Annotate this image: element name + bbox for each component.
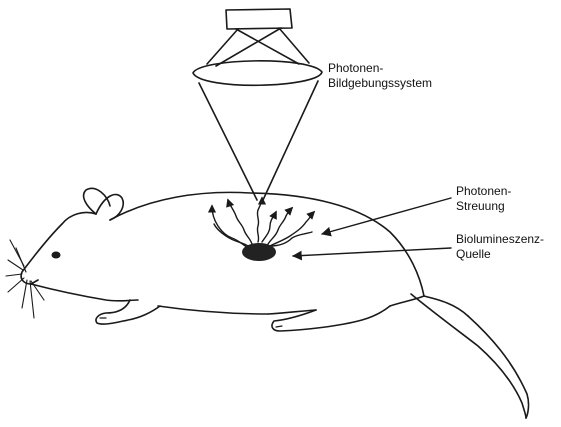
mouse-eye [52,252,61,259]
mouse-ear [84,188,124,220]
imaging-system-label-line-2: Bildgebungssystem [328,76,432,91]
imaging-system-label-line-1: Photonen- [328,61,432,76]
bioluminescence-source-blob [242,243,276,261]
imaging-lens [193,61,322,85]
source-pointer-arrow [293,248,451,256]
mouse-body [21,192,528,418]
bioluminescence-source-label: Biolumineszenz- Quelle [456,232,544,262]
bioluminescence-source-label-line-2: Quelle [456,247,544,262]
camera-detector [226,9,292,29]
photon-scattering-label-line-2: Streuung [456,199,511,214]
photon-scattering-label: Photonen- Streuung [456,184,511,214]
photon-scattering-label-line-1: Photonen- [456,184,511,199]
bioluminescence-source-label-line-1: Biolumineszenz- [456,232,544,247]
light-cone-rays [199,28,318,200]
photon-scattering-paths [212,198,314,248]
imaging-system-label: Photonen- Bildgebungssystem [328,61,432,91]
